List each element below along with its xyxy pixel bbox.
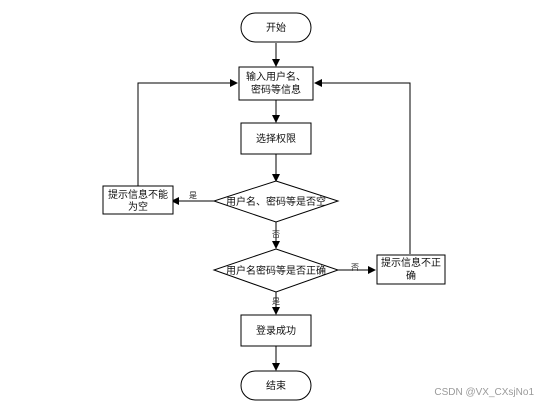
select-process-shape	[240, 122, 312, 155]
input-process-shape	[238, 66, 314, 101]
input-label-line1: 输入用户名、	[246, 70, 306, 83]
decision-empty-label: 用户名、密码等是否空	[226, 195, 326, 208]
warn-incorrect-process-shape	[376, 254, 446, 285]
edges	[137, 43, 411, 371]
node-success: 登录成功	[240, 314, 312, 347]
warn-empty-label-line2: 为空	[128, 200, 148, 213]
edge-label-correct-no: 否	[351, 263, 359, 272]
success-label: 登录成功	[256, 324, 296, 337]
warn-incorrect-label-line2: 确	[406, 269, 416, 282]
decision-correct-diamond	[212, 248, 340, 293]
warn-empty-label-line1: 提示信息不能	[108, 188, 168, 201]
node-start: 开始	[240, 12, 312, 43]
decision-correct-label: 用户名密码等是否正确	[226, 264, 326, 277]
node-decision-correct: 用户名密码等是否正确	[212, 248, 340, 293]
node-input: 输入用户名、 密码等信息	[238, 66, 314, 101]
edge-warn-incorrect-back-to-input	[314, 79, 411, 254]
input-label-line2: 密码等信息	[251, 83, 301, 96]
edge-label-correct-yes: 是	[272, 297, 280, 306]
end-terminator-shape	[240, 370, 312, 401]
warn-empty-process-shape	[102, 185, 174, 215]
edge-label-empty-no: 否	[272, 230, 280, 239]
edge-label-empty-yes: 是	[189, 191, 197, 200]
node-warn-empty: 提示信息不能 为空	[102, 185, 174, 215]
edge-warn-empty-back-to-input	[137, 79, 238, 186]
select-label: 选择权限	[256, 132, 296, 145]
warn-incorrect-label-line1: 提示信息不正	[381, 256, 441, 269]
start-terminator-shape	[240, 12, 312, 43]
end-label: 结束	[266, 379, 286, 392]
node-end: 结束	[240, 370, 312, 401]
success-process-shape	[240, 314, 312, 347]
decision-empty-diamond	[212, 180, 340, 223]
start-label: 开始	[266, 21, 286, 34]
node-decision-empty: 用户名、密码等是否空	[212, 180, 340, 223]
node-warn-incorrect: 提示信息不正 确	[376, 254, 446, 285]
csdn-watermark: CSDN @VX_CXsjNo1	[434, 387, 534, 398]
node-select-permission: 选择权限	[240, 122, 312, 155]
